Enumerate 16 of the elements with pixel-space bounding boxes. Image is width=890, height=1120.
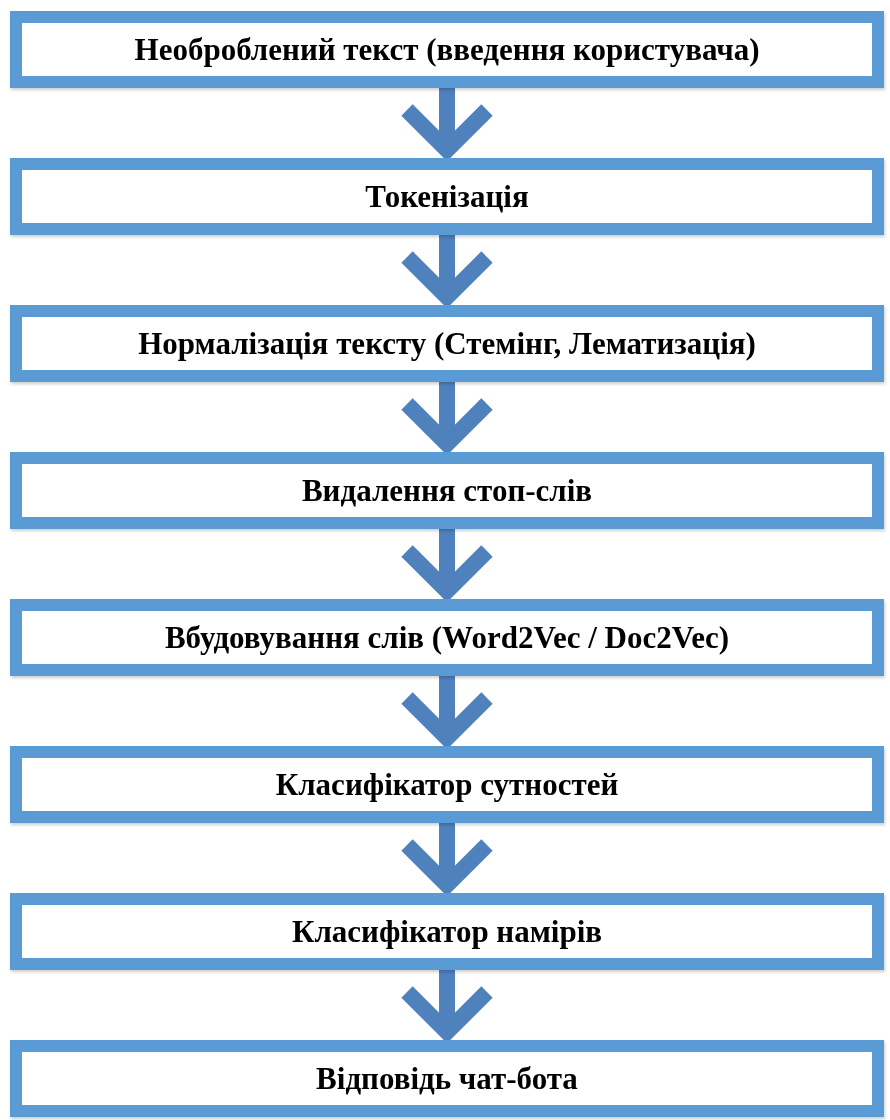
step-label: Необроблений текст (введення користувача) [134,31,760,68]
step-label: Класифікатор намірів [291,913,603,950]
step-label: Класифікатор сутностей [275,766,619,803]
process-box [10,305,884,382]
process-box [10,599,884,676]
process-box [10,158,884,235]
process-box [10,893,884,970]
step-label: Видалення стоп-слів [301,472,593,509]
process-box [10,1040,884,1117]
process-box [10,452,884,529]
process-box [10,11,884,88]
step-label: Нормалізація тексту (Стемінг, Лематизація) [138,325,756,362]
step-label: Відповідь чат-бота [316,1060,578,1097]
step-label: Вбудовування слів (Word2Vec / Doc2Vec) [164,619,730,656]
step-label: Токенізація [365,178,529,215]
process-box [10,746,884,823]
